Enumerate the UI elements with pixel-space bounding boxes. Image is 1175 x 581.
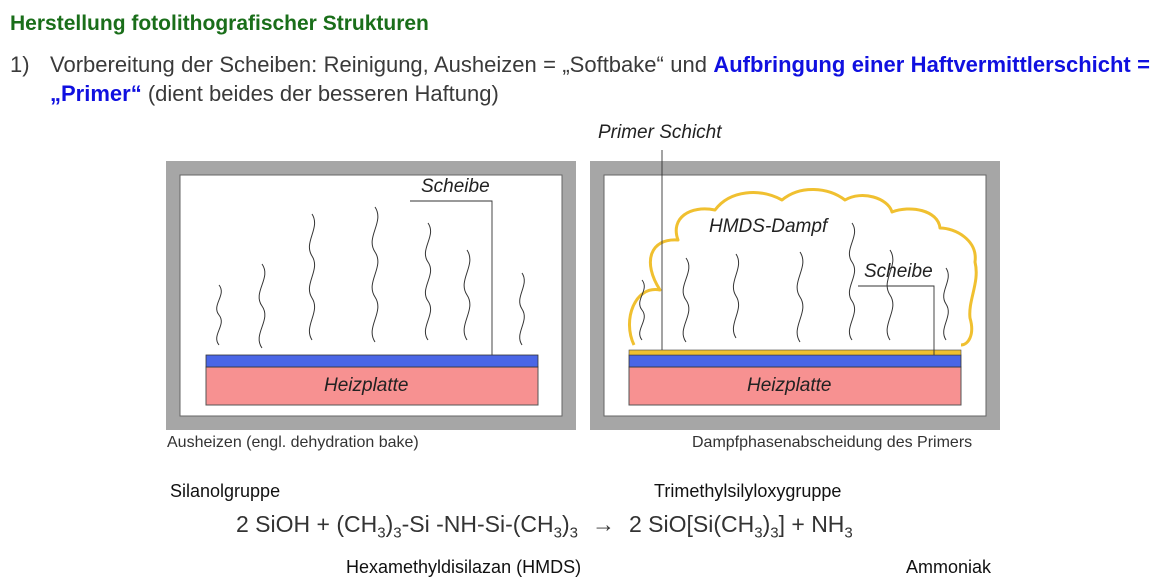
left-wafer (205, 354, 539, 368)
left-chamber (166, 161, 576, 430)
right-wafer (628, 354, 962, 368)
right-vapor-molecules (639, 222, 949, 343)
trimethylsilyloxy-label: Trimethylsilyloxygruppe (654, 481, 842, 501)
right-hotplate (628, 366, 962, 406)
eq-subscript: 3 (377, 524, 386, 542)
slide-title: Herstellung fotolithografischer Struktur… (10, 12, 429, 35)
left-hotplate-label: Heizplatte (324, 375, 409, 396)
silanol-label: Silanolgruppe (170, 481, 281, 501)
eq-subscript: 3 (569, 524, 578, 542)
left-caption: Ausheizen (engl. dehydration bake) (167, 434, 419, 451)
right-caption: Dampfphasenabscheidung des Primers (692, 434, 973, 451)
eq-part: -Si -NH-Si-(CH (401, 511, 554, 537)
eq-subscript: 3 (754, 524, 763, 542)
hmds-label: Hexamethyldisilazan (HMDS) (346, 557, 582, 577)
step-text-highlight: Aufbringung einer Haftvermittlerschicht … (50, 52, 1150, 106)
primer-layer-label: Primer Schicht (598, 122, 722, 143)
hmds-vapor-cloud (628, 188, 978, 347)
step-text: Vorbereitung der Scheiben: Reinigung, Au… (50, 50, 1150, 108)
left-hotplate (205, 366, 539, 406)
step-number: 1) (10, 52, 30, 77)
left-water-vapor (216, 206, 525, 349)
step-text-outro: (dient beides der besseren Haftung) (141, 81, 499, 106)
eq-part: ] + NH (778, 511, 845, 537)
primer-layer (628, 349, 962, 356)
eq-subscript: 3 (770, 524, 779, 542)
eq-subscript: 3 (553, 524, 562, 542)
hmds-vapor-label: HMDS-Dampf (709, 216, 828, 237)
eq-part: 2 SiO[Si(CH (628, 511, 755, 537)
step-1: 1) Vorbereitung der Scheiben: Reinigung,… (10, 50, 1150, 108)
right-chamber (590, 150, 1000, 430)
eq-part: ) (385, 511, 394, 537)
reaction-equation: 2 SiOH + (CH3)3-Si -NH-Si-(CH3)3→2 SiO[S… (236, 511, 853, 542)
right-wafer-pointer (858, 285, 935, 355)
right-hotplate-label: Heizplatte (747, 375, 832, 396)
eq-part: 2 SiOH + (CH (236, 511, 378, 537)
eq-subscript: 3 (844, 524, 853, 542)
left-wafer-pointer (410, 200, 493, 355)
left-wafer-label: Scheibe (421, 176, 490, 197)
eq-part: ) (561, 511, 570, 537)
eq-subscript: 3 (393, 524, 402, 542)
reaction-arrow-icon: → (591, 511, 615, 537)
step-text-intro: Vorbereitung der Scheiben: Reinigung, Au… (50, 52, 714, 77)
ammonia-label: Ammoniak (906, 557, 992, 577)
eq-part: ) (762, 511, 771, 537)
right-wafer-label: Scheibe (864, 261, 933, 282)
